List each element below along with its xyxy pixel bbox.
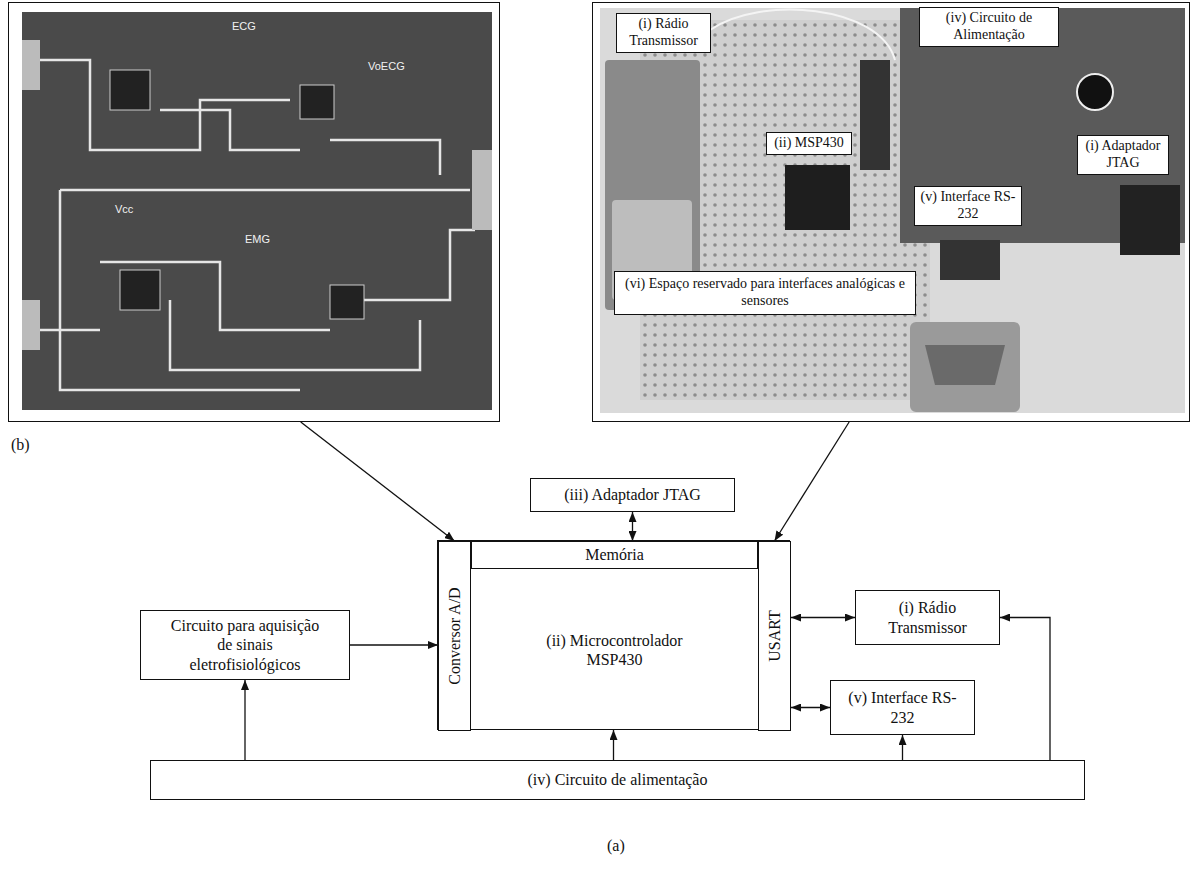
connector-arrow <box>613 730 614 760</box>
text-holder: (iv) Circuito de alimentação <box>528 770 708 789</box>
connector-arrow <box>301 422 455 541</box>
block-box: (i) Rádio Transmissor <box>855 590 1000 645</box>
block-label: (i) Rádio Transmissor <box>864 598 991 636</box>
connector-arrow <box>350 644 438 645</box>
block-box: (iii) Adaptador JTAG <box>530 478 735 512</box>
label-holder: EMG <box>245 233 270 246</box>
pcb-photo <box>22 12 492 410</box>
connector-arrow <box>775 422 850 541</box>
text-holder: Memória <box>585 545 644 564</box>
callout-box: (iv) Circuito de Alimentação <box>919 7 1059 47</box>
photo-panel: (b) <box>8 2 500 422</box>
text-holder: (i) Rádio Transmissor <box>622 16 705 50</box>
photo-panel: (i) Rádio Transmissor (iv) Circuito de Al… <box>592 2 1190 422</box>
callout-text: (ii) MSP430 <box>774 135 844 152</box>
text-holder: (ii) Microcontrolador MSP430 <box>471 569 758 731</box>
callout-text: (vi) Espaço reservado para interfaces an… <box>620 276 910 310</box>
text-holder: (b) <box>11 435 30 454</box>
callout-text: (iv) Circuito de Alimentação <box>925 10 1053 44</box>
text-holder: (i) Rádio Transmissor <box>864 598 991 636</box>
connector-arrow <box>1000 618 1050 761</box>
block-section: Conversor A/D <box>438 541 471 731</box>
block-label: Memória <box>585 545 644 564</box>
block-section: USART <box>758 541 791 731</box>
callout-text: (i) Rádio Transmissor <box>622 16 705 50</box>
block-label: USART <box>765 610 784 662</box>
text-holder: (vi) Espaço reservado para interfaces an… <box>620 276 910 310</box>
callout-text: (i) Adaptador JTAG <box>1083 138 1163 172</box>
label-holder: (a) <box>607 836 625 855</box>
silkscreen-text: ECG <box>232 20 256 33</box>
text-holder: (v) Interface RS-232 <box>839 688 966 726</box>
text-holder: (ii) MSP430 <box>774 135 844 152</box>
text-holder: (i) Adaptador JTAG <box>1083 138 1163 172</box>
label-holder: ECG <box>232 20 256 33</box>
block-box: Circuito para aquisição de sinais eletro… <box>140 610 350 680</box>
callout-box: (i) Rádio Transmissor <box>616 13 711 53</box>
block-label: (b) <box>11 435 30 454</box>
block-label: Conversor A/D <box>445 587 464 684</box>
block-box: (iv) Circuito de alimentação <box>150 760 1085 800</box>
block-section: Memória <box>471 541 758 569</box>
text-holder: (v) Interface RS-232 <box>920 189 1016 223</box>
silkscreen-text: Vcc <box>115 203 133 216</box>
silkscreen-text: EMG <box>245 233 270 246</box>
callout-box: (v) Interface RS-232 <box>914 186 1022 226</box>
callout-text: (v) Interface RS-232 <box>920 189 1016 223</box>
block-label: Circuito para aquisição de sinais eletro… <box>170 616 320 674</box>
text-holder: (iv) Circuito de Alimentação <box>925 10 1053 44</box>
text-holder: Conversor A/D <box>445 587 464 684</box>
label-holder: VoECG <box>368 60 405 73</box>
connector-arrow <box>244 680 245 760</box>
text-holder: (iii) Adaptador JTAG <box>564 485 700 504</box>
block-box: (v) Interface RS-232 <box>830 680 975 735</box>
microcontroller-block: (ii) Microcontrolador MSP430 Conversor A/… <box>437 540 790 730</box>
silkscreen-text: VoECG <box>368 60 405 73</box>
text-holder: Circuito para aquisição de sinais eletro… <box>170 616 320 674</box>
board-photo <box>600 8 1185 413</box>
block-label: (iii) Adaptador JTAG <box>564 485 700 504</box>
callout-box: (i) Adaptador JTAG <box>1077 135 1169 175</box>
block-label: (v) Interface RS-232 <box>839 688 966 726</box>
block-label: (ii) Microcontrolador MSP430 <box>530 631 700 669</box>
block-label: (iv) Circuito de alimentação <box>528 770 708 789</box>
callout-box: (ii) MSP430 <box>766 132 852 155</box>
connector-arrow <box>791 617 855 618</box>
connector-arrow <box>902 735 903 760</box>
text-holder: USART <box>765 610 784 662</box>
callout-box: (vi) Espaço reservado para interfaces an… <box>614 271 916 315</box>
label-holder: Vcc <box>115 203 133 216</box>
connector-arrow <box>791 707 830 708</box>
figure-label: (a) <box>607 836 625 855</box>
connector-arrow <box>632 512 633 541</box>
